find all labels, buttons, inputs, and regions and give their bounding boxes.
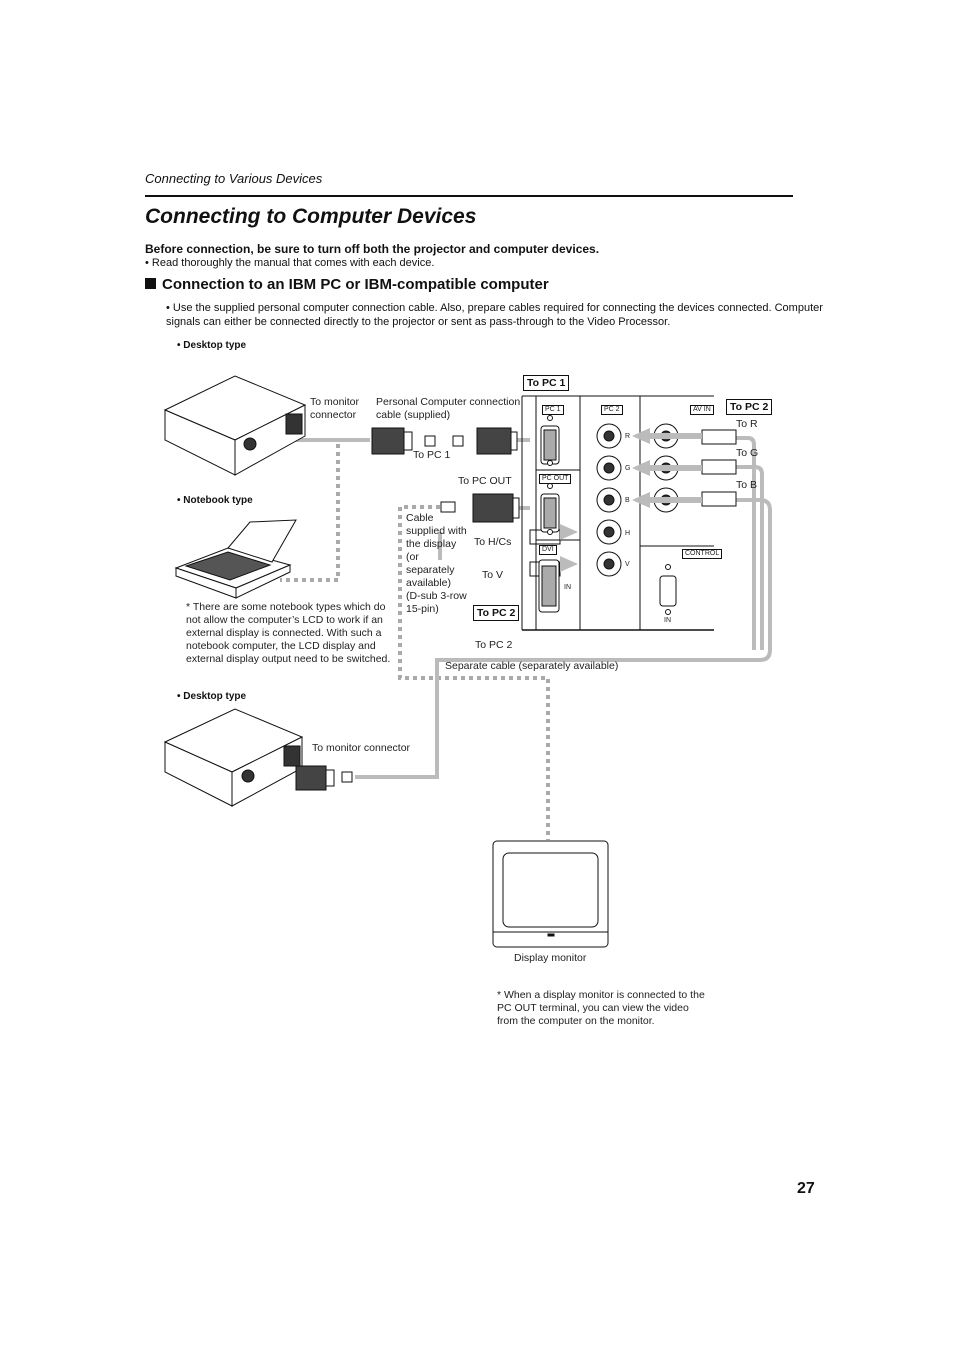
desktop-computer-1-icon [163,375,307,476]
notebook-computer-icon [174,519,297,599]
section-heading-text: Connection to an IBM PC or IBM-compatibl… [162,276,549,293]
notebook-note: * There are some notebook types which do… [186,601,391,665]
bnc-cable-icons [560,428,737,572]
to-pc2-box-right: To PC 2 [726,399,773,415]
desktop-type-label-2: • Desktop type [177,691,247,702]
section-heading: Connection to an IBM PC or IBM-compatibl… [145,276,549,293]
separate-cable-label: Separate cable (separately available) [445,660,619,672]
panel-dvi-label: DVI [539,545,557,555]
page-title: Connecting to Computer Devices [145,205,477,228]
panel-pc2-label: PC 2 [601,405,623,415]
to-r-label: To R [736,418,758,430]
square-bullet-icon [145,278,156,289]
panel-b-label: B [625,497,630,504]
panel-v-label: V [625,561,630,568]
display-monitor-label: Display monitor [514,952,587,964]
panel-r-label: R [625,433,631,440]
to-pc-out-label: To PC OUT [458,475,512,487]
panel-in-left-label: IN [564,584,571,591]
panel-control-label: CONTROL [682,549,723,559]
panel-h-label: H [625,530,631,537]
monitor-note: * When a display monitor is connected to… [497,989,705,1027]
cable-supplied-display-label: Cable supplied with the display (or sepa… [406,512,467,615]
warning-text: Before connection, be sure to turn off b… [145,242,600,256]
display-monitor-icon [492,840,609,948]
dotted-paths [280,438,550,840]
panel-pcout-label: PC OUT [539,474,572,484]
to-hcs-label: To H/Cs [474,536,512,548]
desktop-type-label-1: • Desktop type [177,340,247,351]
to-pc2-box-left: To PC 2 [473,605,520,621]
to-pc1-box: To PC 1 [523,375,570,391]
to-monitor-connector-label-1: To monitor connector [310,396,360,421]
running-head: Connecting to Various Devices [145,171,323,186]
to-b-label: To B [736,479,758,491]
desktop-computer-2-icon [163,708,304,807]
to-v-label: To V [482,569,504,581]
to-pc1-label: To PC 1 [413,449,451,461]
panel-g-label: G [625,465,631,472]
to-monitor-connector-label-2: To monitor connector [312,742,411,754]
panel-pc1-label: PC 1 [542,405,564,415]
projector-panel [521,395,714,631]
manual-note: • Read thoroughly the manual that comes … [145,257,435,269]
panel-in-right-label: IN [664,617,671,624]
notebook-type-label: • Notebook type [177,495,253,506]
to-pc2-label: To PC 2 [475,639,513,651]
panel-avin-label: AV IN [690,405,714,415]
section-paragraph: • Use the supplied personal computer con… [166,302,823,328]
to-g-label: To G [736,447,759,459]
page-number: 27 [797,1180,815,1197]
header-rule [145,195,793,197]
pc-cable-supplied-label: Personal Computer connection cable (supp… [376,396,521,421]
